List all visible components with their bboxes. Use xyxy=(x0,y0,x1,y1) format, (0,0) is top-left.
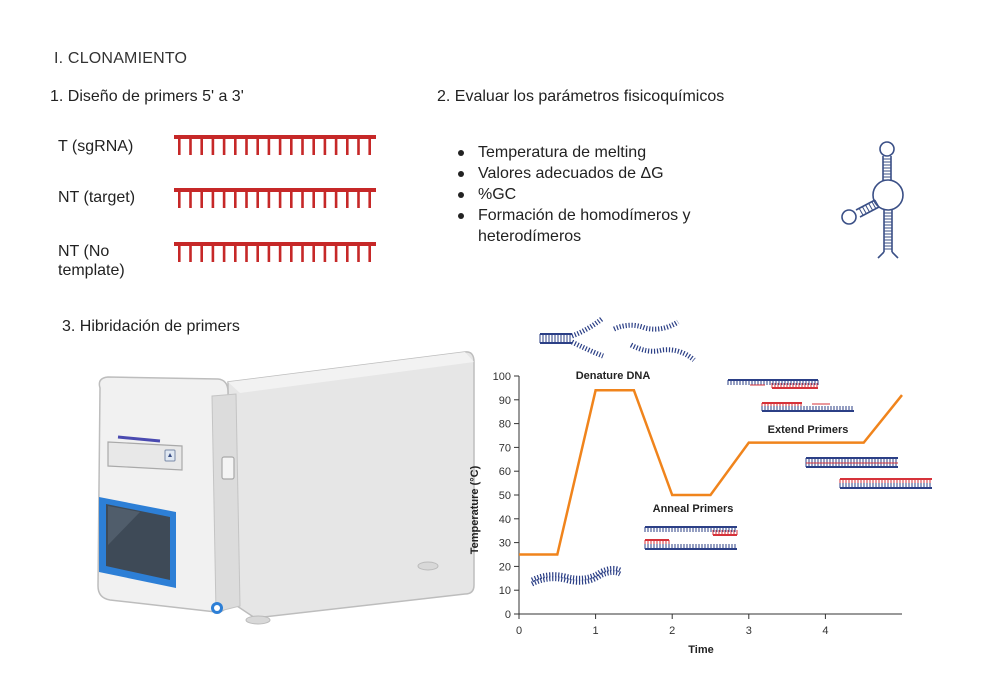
annotation-extend: Extend Primers xyxy=(768,424,849,436)
list-item: Formación de homodímeros y heterodímeros xyxy=(456,205,778,247)
y-tick-label: 0 xyxy=(505,609,511,621)
y-tick-label: 50 xyxy=(499,490,511,502)
annotation-anneal: Anneal Primers xyxy=(653,503,734,515)
y-axis-label: Temperature (°C) xyxy=(469,465,481,554)
dna-strand xyxy=(644,526,737,532)
annotation-denature: Denature DNA xyxy=(576,370,651,382)
dna-strand xyxy=(612,319,680,332)
parameter-list: Temperatura de melting Valores adecuados… xyxy=(456,142,778,247)
y-tick-label: 70 xyxy=(499,442,511,454)
primer-nt-no-template-icon xyxy=(174,242,376,262)
dna-strand xyxy=(629,342,696,362)
primer-label-nt-no-template: NT (No template) xyxy=(58,243,125,279)
y-tick-label: 10 xyxy=(499,585,511,597)
list-item: %GC xyxy=(456,184,778,205)
y-tick-label: 30 xyxy=(499,538,511,550)
dna-strand xyxy=(712,530,738,536)
x-tick-label: 0 xyxy=(516,625,522,637)
x-tick-label: 3 xyxy=(746,625,752,637)
step1-heading: 1. Diseño de primers 5' a 3' xyxy=(50,88,244,105)
step3-heading: 3. Hibridación de primers xyxy=(62,318,240,335)
dna-strand xyxy=(771,383,818,389)
x-tick-label: 2 xyxy=(669,625,675,637)
dna-strand xyxy=(644,544,737,550)
dna-strand xyxy=(530,565,622,583)
dna-strands-illustration xyxy=(530,316,932,587)
dna-strand xyxy=(761,406,854,412)
dna-strand xyxy=(727,379,819,385)
list-item: Temperatura de melting xyxy=(456,142,778,163)
dna-strand xyxy=(839,483,932,489)
dna-strand xyxy=(570,339,604,359)
dna-strand xyxy=(530,569,622,587)
y-tick-label: 60 xyxy=(499,466,511,478)
x-axis-label: Time xyxy=(688,644,713,656)
thermocycler-icon xyxy=(97,351,475,625)
list-item: Valores adecuados de ΔG xyxy=(456,163,778,184)
step2-heading: 2. Evaluar los parámetros fisicoquímicos xyxy=(437,88,725,105)
dna-strand xyxy=(539,338,572,344)
y-tick-label: 40 xyxy=(499,514,511,526)
dna-strand xyxy=(571,316,605,339)
pcr-temperature-chart: 0 10 20 30 40 50 60 70 80 90 100 0 1 2 3 4 Temperature … xyxy=(469,370,903,656)
primer-nt-target-icon xyxy=(174,188,376,208)
primer-label-t: T (sgRNA) xyxy=(58,138,134,155)
rna-hairpin-icon xyxy=(841,141,904,259)
section-title: I. CLONAMIENTO xyxy=(54,50,188,67)
primer-label-nt-target: NT (target) xyxy=(58,189,136,206)
x-tick-label: 1 xyxy=(593,625,599,637)
temperature-series-line xyxy=(519,389,903,556)
primer-t-icon xyxy=(174,135,376,155)
y-tick-label: 80 xyxy=(499,419,511,431)
y-tick-label: 100 xyxy=(493,371,511,383)
y-tick-label: 90 xyxy=(499,395,511,407)
y-tick-label: 20 xyxy=(499,561,511,573)
x-tick-label: 4 xyxy=(822,625,828,637)
